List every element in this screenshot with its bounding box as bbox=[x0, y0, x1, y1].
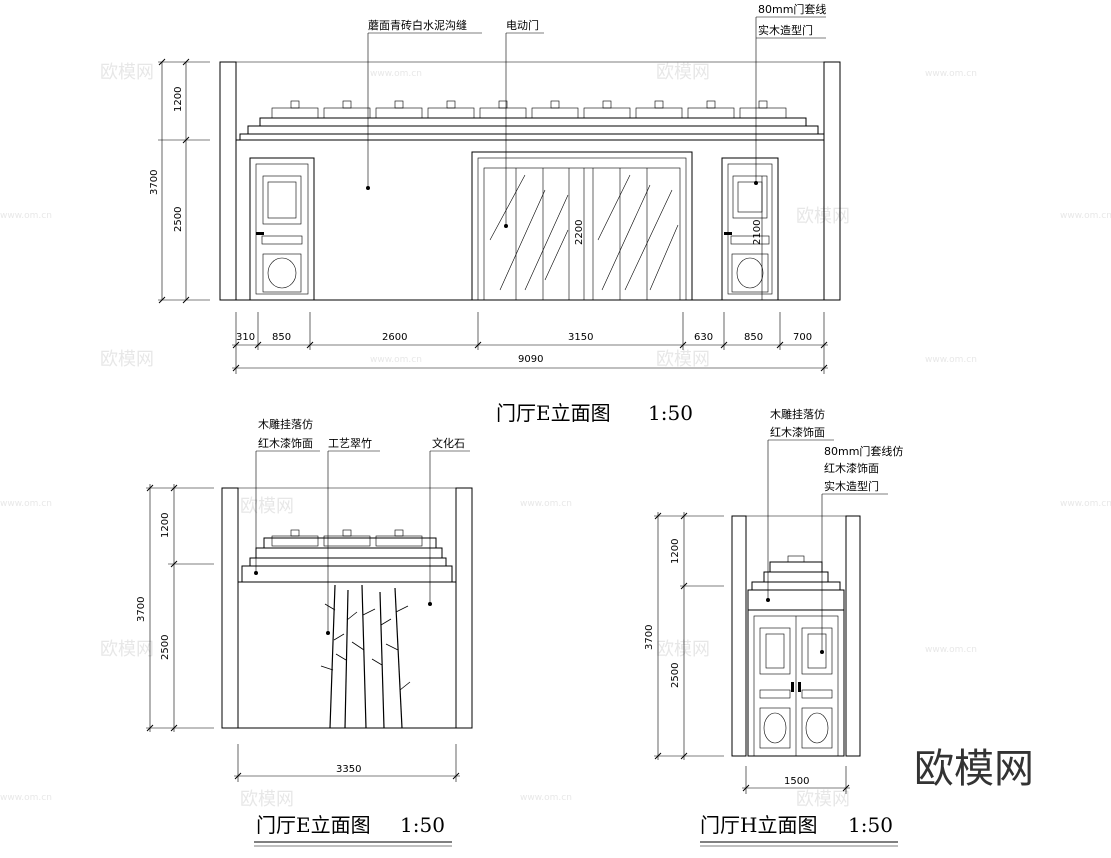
dim-310: 310 bbox=[236, 332, 255, 343]
dim-vertical-top bbox=[158, 58, 210, 304]
label-frame-line: 80mm门套线 bbox=[758, 2, 826, 16]
roof-tier bbox=[249, 557, 447, 567]
dim-vertical-right bbox=[654, 512, 724, 760]
label-bamboo: 工艺翠竹 bbox=[328, 436, 372, 450]
label-carve-1: 木雕挂落仿 bbox=[770, 407, 825, 421]
leaders-top bbox=[366, 16, 826, 228]
dim-vertical-left bbox=[146, 484, 214, 732]
watermark-site: www.om.cn bbox=[0, 499, 52, 509]
dim-top-1200: 1200 bbox=[173, 87, 184, 112]
watermark-logo: 欧模网 bbox=[796, 206, 850, 227]
watermark-site: www.om.cn bbox=[925, 69, 977, 79]
watermark-site: www.om.cn bbox=[925, 645, 977, 655]
dim-left-2500: 2500 bbox=[160, 635, 171, 660]
watermark-logo: 欧模网 bbox=[796, 789, 850, 810]
wood-door-right bbox=[721, 157, 779, 301]
dim-850-right: 850 bbox=[744, 332, 763, 343]
wall-right bbox=[455, 487, 473, 729]
double-wood-door bbox=[747, 609, 845, 757]
dim-horizontal-top bbox=[232, 312, 828, 374]
roof-tier bbox=[263, 537, 437, 549]
elevation-right: 木雕挂落仿 红木漆饰面 80mm门套线仿 红木漆饰面 实木造型门 1200 25… bbox=[644, 407, 903, 847]
dim-left-3700: 3700 bbox=[136, 597, 147, 622]
title-left: 门厅E立面图 bbox=[256, 813, 371, 837]
watermark-site: www.om.cn bbox=[370, 355, 422, 365]
watermark-site: www.om.cn bbox=[520, 499, 572, 509]
watermark-site: www.om.cn bbox=[0, 793, 52, 803]
scale-left: 1:50 bbox=[400, 813, 445, 837]
dim-left-1200: 1200 bbox=[160, 513, 171, 538]
watermark-logo: 欧模网 bbox=[100, 349, 154, 370]
roof-tier bbox=[255, 547, 443, 559]
wood-carving-valance bbox=[241, 565, 453, 583]
scale-right: 1:50 bbox=[848, 813, 893, 837]
label-frame-1: 80mm门套线仿 bbox=[824, 444, 903, 458]
roof-tier bbox=[247, 125, 819, 135]
dim-right-3700: 3700 bbox=[644, 625, 655, 650]
wall-right bbox=[823, 61, 841, 301]
wall-left bbox=[219, 61, 237, 301]
dim-top-2500: 2500 bbox=[173, 207, 184, 232]
scale-top: 1:50 bbox=[648, 401, 693, 425]
dim-1500: 1500 bbox=[784, 776, 809, 787]
dim-630: 630 bbox=[694, 332, 713, 343]
watermark-logo: 欧模网 bbox=[656, 639, 710, 660]
label-electric-door: 电动门 bbox=[506, 18, 539, 32]
watermark-site: www.om.cn bbox=[520, 793, 572, 803]
watermark-logo: 欧模网 bbox=[240, 496, 294, 517]
wall-right bbox=[845, 515, 861, 757]
label-carve-2: 红木漆饰面 bbox=[258, 436, 313, 450]
dim-700: 700 bbox=[793, 332, 812, 343]
wood-carving-valance bbox=[747, 589, 845, 611]
watermark-logo: 欧模网 bbox=[656, 62, 710, 83]
label-carve-1: 木雕挂落仿 bbox=[258, 417, 313, 431]
bamboo-decor bbox=[320, 584, 411, 729]
dim-top-3700: 3700 bbox=[149, 170, 160, 195]
title-top: 门厅E立面图 bbox=[496, 401, 611, 425]
watermark-logo: 欧模网 bbox=[100, 639, 154, 660]
label-brick: 蘑面青砖白水泥沟缝 bbox=[368, 18, 467, 32]
dim-2600: 2600 bbox=[382, 332, 407, 343]
watermark-site: www.om.cn bbox=[1060, 499, 1111, 509]
roof-tier bbox=[259, 117, 807, 127]
wood-door-left bbox=[249, 157, 315, 301]
electric-door bbox=[471, 151, 693, 301]
watermark-site: www.om.cn bbox=[925, 355, 977, 365]
dim-3350: 3350 bbox=[336, 764, 361, 775]
elevation-top: 蘑面青砖白水泥沟缝 电动门 80mm门套线 实木造型门 2200 2100 12… bbox=[149, 2, 841, 425]
dim-right-2500: 2500 bbox=[670, 663, 681, 688]
dim-right-1200: 1200 bbox=[670, 539, 681, 564]
label-wood-door: 实木造型门 bbox=[758, 23, 813, 37]
dim-850: 850 bbox=[272, 332, 291, 343]
elevation-left: 木雕挂落仿 红木漆饰面 工艺翠竹 文化石 1200 2500 3700 3350… bbox=[136, 417, 473, 847]
label-carve-2: 红木漆饰面 bbox=[770, 425, 825, 439]
dim-9090: 9090 bbox=[518, 354, 543, 365]
roof-ornaments bbox=[271, 100, 787, 119]
watermarks: 欧模网 欧模网 欧模网 欧模网 欧模网 欧模网 欧模网 欧模网 欧模网 欧模网 … bbox=[0, 62, 1111, 810]
watermark-logo: 欧模网 bbox=[656, 349, 710, 370]
wall-left bbox=[731, 515, 747, 757]
wall-left bbox=[221, 487, 239, 729]
om-logo: 欧模网 bbox=[914, 746, 1034, 792]
roof-tier bbox=[239, 133, 825, 141]
watermark-site: www.om.cn bbox=[370, 69, 422, 79]
dim-door-height-right-text: 2100 bbox=[752, 220, 763, 245]
watermark-logo: 欧模网 bbox=[240, 789, 294, 810]
dim-3150: 3150 bbox=[568, 332, 593, 343]
watermark-site: www.om.cn bbox=[0, 211, 52, 221]
label-frame-2: 红木漆饰面 bbox=[824, 461, 879, 475]
watermark-logo: 欧模网 bbox=[100, 62, 154, 83]
title-right: 门厅H立面图 bbox=[700, 813, 817, 837]
dim-door-height-text: 2200 bbox=[574, 220, 585, 245]
label-door: 实木造型门 bbox=[824, 479, 879, 493]
watermark-site: www.om.cn bbox=[1060, 211, 1111, 221]
label-stone: 文化石 bbox=[432, 436, 465, 450]
